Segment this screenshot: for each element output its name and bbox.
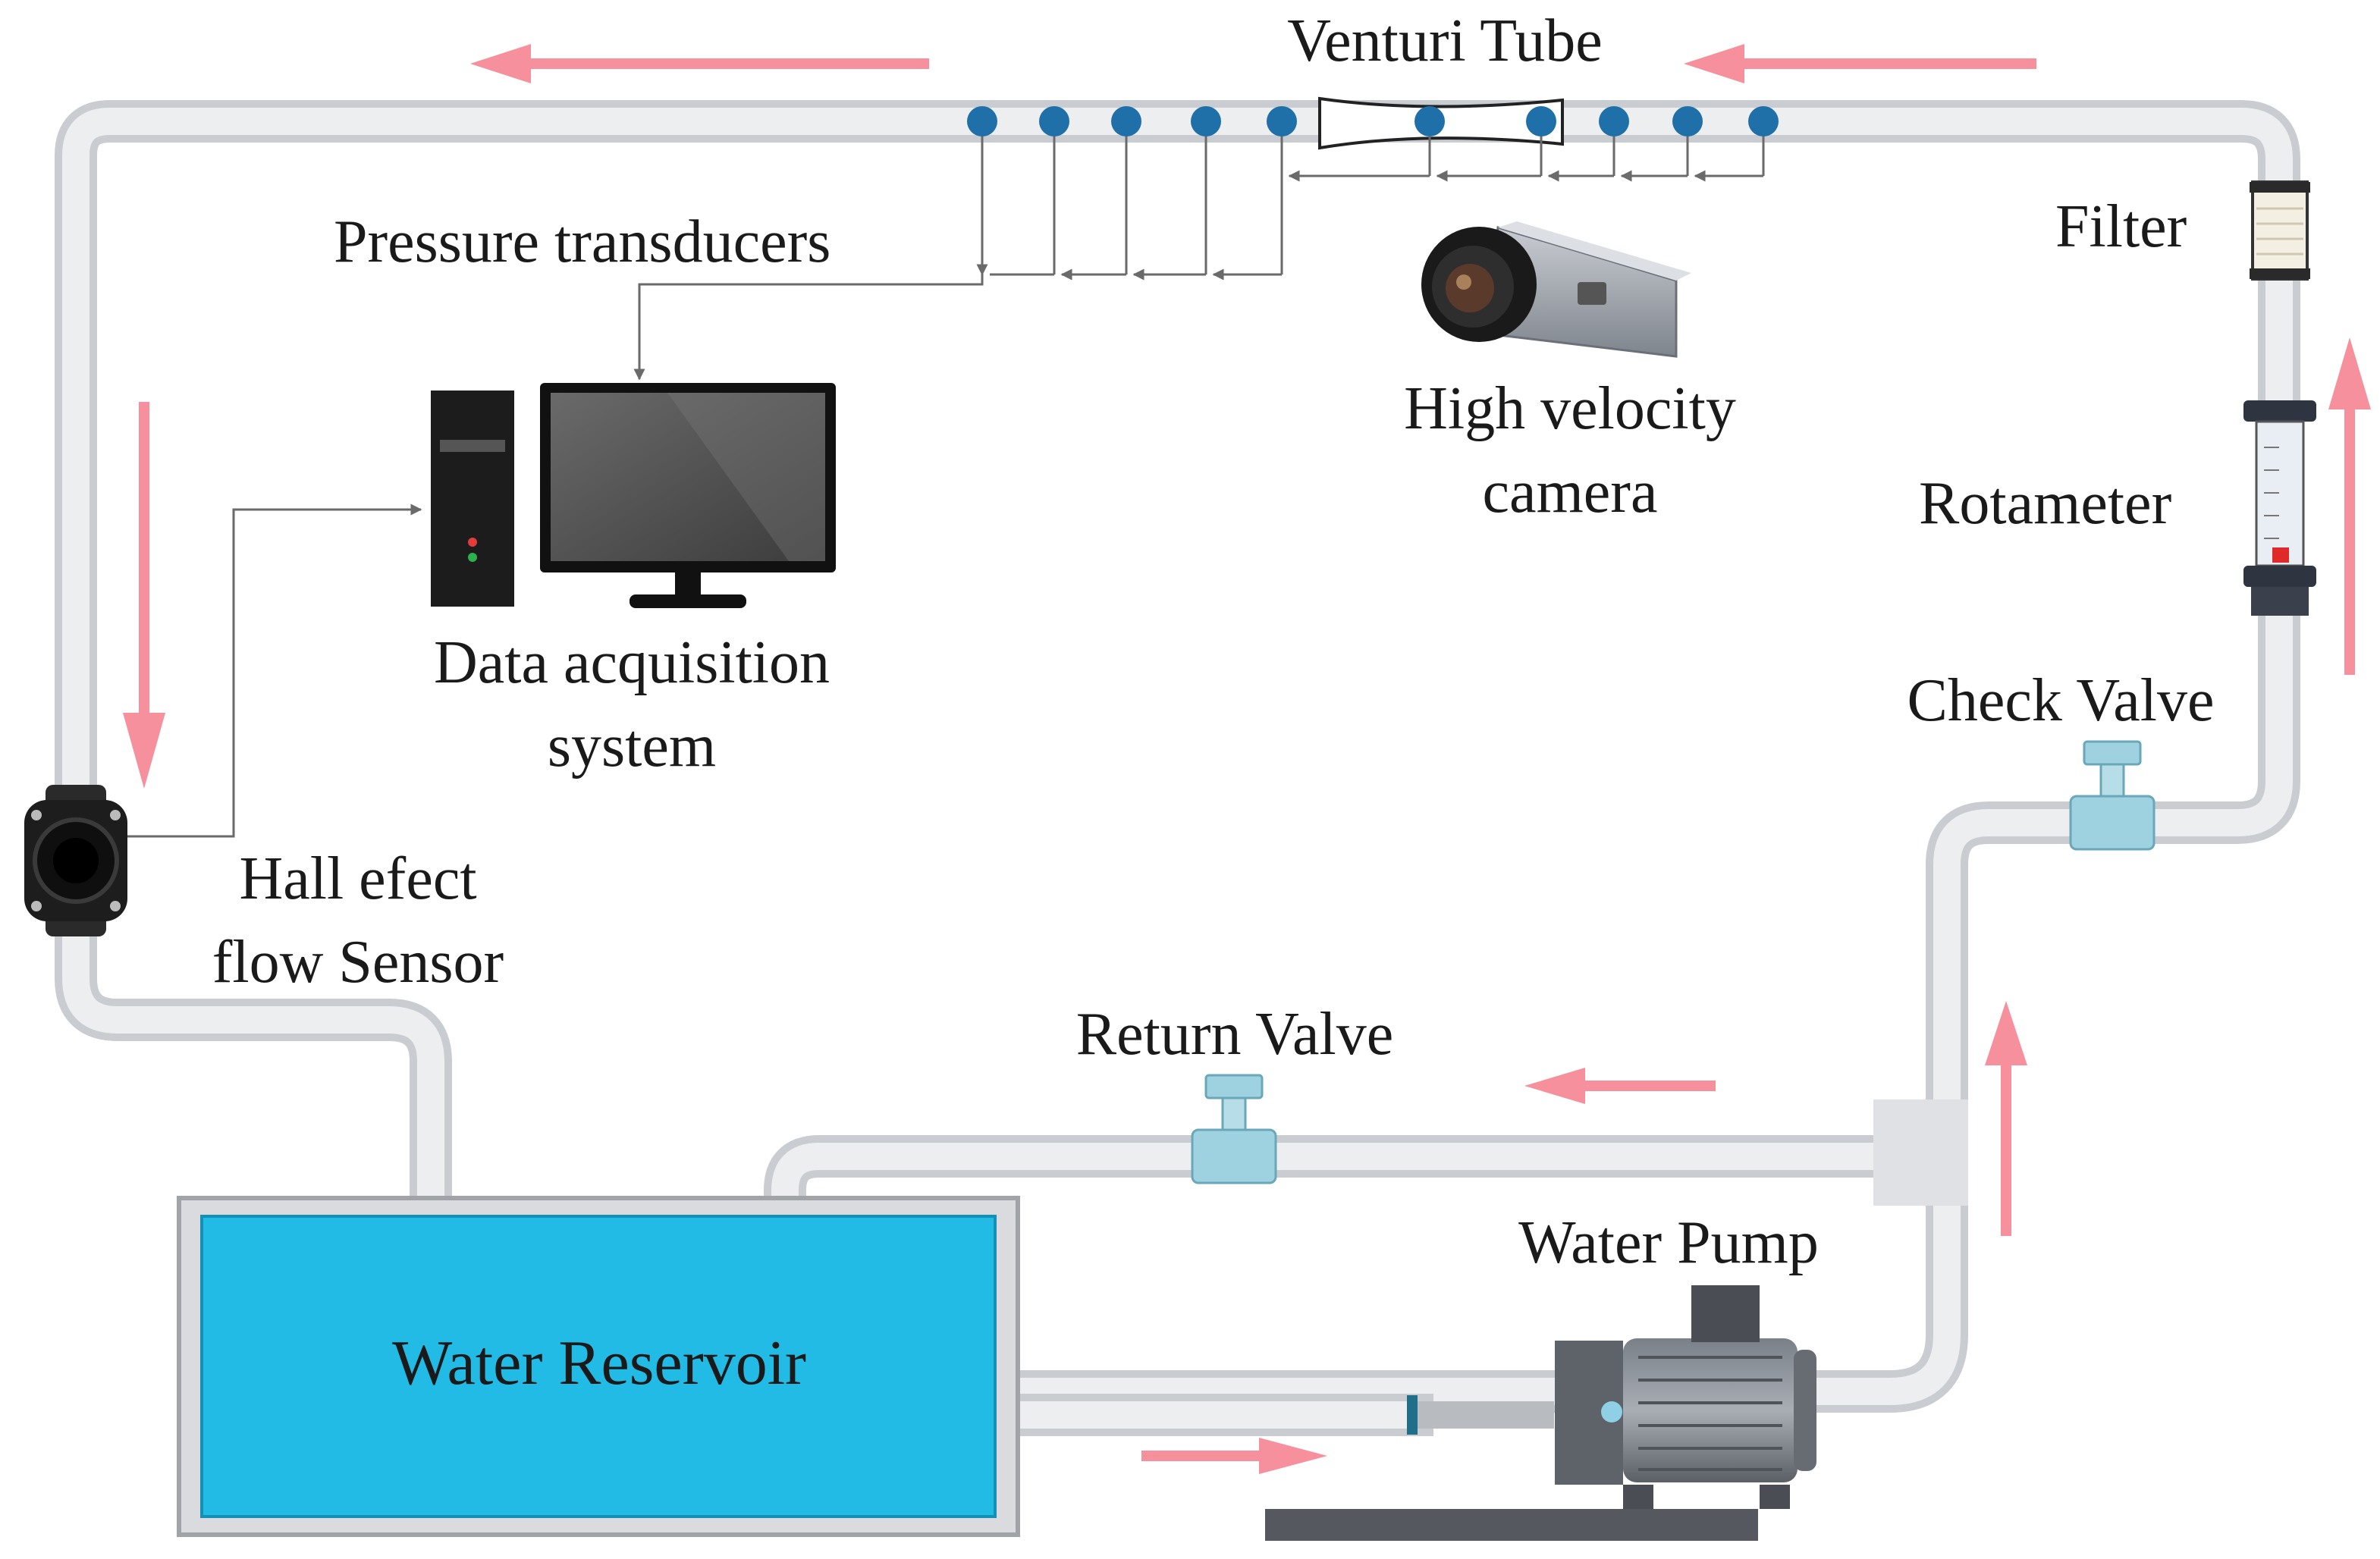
pressure-tap [1267,106,1297,136]
filter-icon [2250,180,2310,281]
label-daq-line-2: system [548,713,716,780]
label-check-valve: Check Valve [1907,667,2214,734]
pipe-network [55,100,2300,1436]
flow-arrow-top-right [1684,44,2036,83]
label-camera-line-2: camera [1483,459,1658,525]
pressure-tap [1599,106,1629,136]
flow-arrow-top-left [470,44,929,83]
flow-arrow-return [1524,1068,1716,1104]
flow-arrow-left-down [123,402,165,789]
flow-arrow-riser-up [1985,1001,2027,1236]
label-rotameter: Rotameter [1919,470,2171,537]
pressure-tap [1748,106,1779,136]
label-return-valve: Return Valve [1076,1001,1393,1068]
camera-icon [1421,221,1691,358]
pressure-tap [1672,106,1703,136]
label-water-pump: Water Pump [1518,1209,1819,1276]
flow-arrow-right-up [2328,337,2371,675]
flow-arrow-suction [1141,1438,1327,1474]
pressure-tap [1526,106,1556,136]
pump-icon [1265,1285,1816,1541]
labels: Venturi Tube Pressure transducers Filter… [212,8,2215,1398]
tee-junction [1873,1099,1968,1206]
pressure-tap [1039,106,1069,136]
label-venturi-tube: Venturi Tube [1287,8,1603,74]
pressure-tap [967,106,997,136]
flow-arrows [123,44,2371,1474]
monitor-icon [540,383,836,608]
pressure-tap [1191,106,1221,136]
label-pressure-transducers: Pressure transducers [334,209,830,275]
pressure-tap [1111,106,1141,136]
label-filter: Filter [2055,193,2187,260]
pressure-tap [1414,106,1445,136]
water-reservoir [177,1196,1020,1537]
return-valve-icon [1191,1074,1277,1184]
flow-sensor-icon [24,785,127,936]
check-valve-icon [2069,740,2156,851]
label-daq-line-1: Data acquisition [434,629,830,696]
label-hall-line-1: Hall efect [239,845,476,912]
label-water-reservoir: Water Reservoir [392,1328,806,1398]
pressure-taps [967,106,1779,136]
rotameter-icon [2243,400,2316,616]
pc-tower-icon [431,391,514,607]
label-hall-line-2: flow Sensor [212,929,504,996]
label-camera-line-1: High velocity [1404,375,1736,442]
